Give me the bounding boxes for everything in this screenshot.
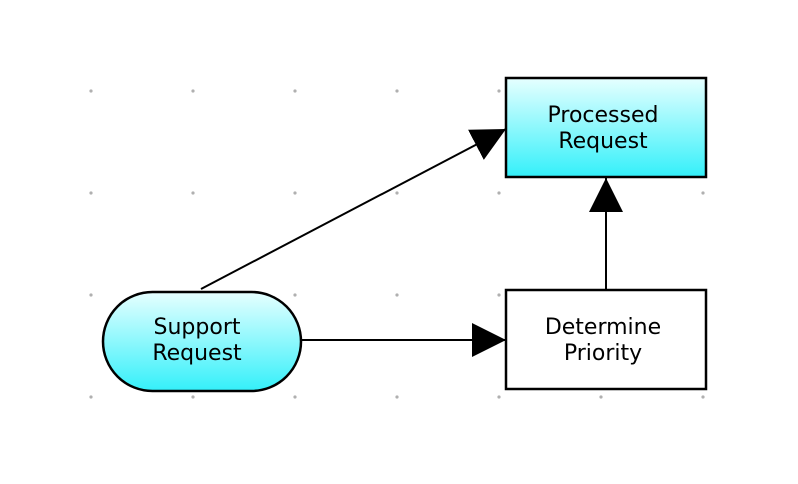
grid-dot (89, 293, 93, 297)
grid-dot (293, 191, 297, 195)
grid-dot (497, 89, 501, 93)
grid-dot (293, 395, 297, 399)
grid-dot (191, 89, 195, 93)
grid-dot (89, 89, 93, 93)
node-label-line2: Request (152, 341, 242, 366)
grid-dot (701, 395, 705, 399)
grid-dot (89, 191, 93, 195)
node-label-line1: Support (154, 315, 241, 340)
node-determine-priority[interactable]: Determine Priority (504, 288, 708, 391)
grid-dot (599, 191, 603, 195)
grid-dot (599, 395, 603, 399)
edge-support-to-processed (200, 128, 507, 290)
grid-dot (701, 191, 705, 195)
terminator-shape (101, 290, 303, 393)
node-label-line1: Processed (548, 103, 659, 128)
grid-dot (395, 293, 399, 297)
grid-dot (395, 89, 399, 93)
node-support-request[interactable]: Support Request (101, 290, 303, 393)
grid-dot (191, 191, 195, 195)
grid-dot (191, 395, 195, 399)
grid-dot (395, 395, 399, 399)
grid-dot (497, 191, 501, 195)
grid-dot (395, 191, 399, 195)
grid-dot (497, 293, 501, 297)
node-processed-request[interactable]: Processed Request (504, 76, 708, 179)
grid-dot (89, 395, 93, 399)
grid-dot (497, 395, 501, 399)
node-label-line2: Priority (564, 341, 642, 366)
grid-dot (293, 293, 297, 297)
node-label-line1: Determine (545, 315, 661, 340)
process-shape (504, 288, 708, 391)
process-shape (504, 76, 708, 179)
grid-dot (293, 89, 297, 93)
node-label-line2: Request (558, 129, 648, 154)
